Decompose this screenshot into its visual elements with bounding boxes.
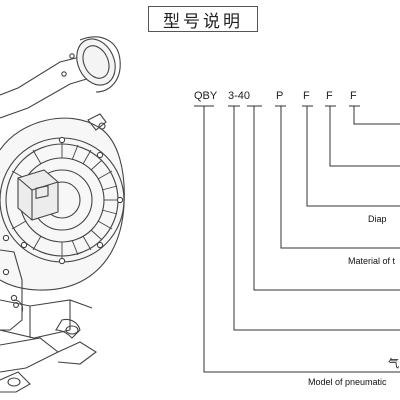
code-segment-size: 3-40 (228, 90, 251, 102)
label-chinese-fragment: 气 (388, 358, 399, 370)
leader-material (280, 106, 400, 249)
code-segment-material: P (276, 90, 284, 102)
code-segment-diaphragm: F (303, 90, 310, 102)
label-diaphragm: Diap (368, 214, 387, 224)
leader-diaphragm (306, 106, 400, 207)
label-material: Material of t (348, 256, 396, 266)
code-segment-series: QBY (194, 90, 218, 102)
leader-option-1 (329, 106, 400, 167)
label-model-of-pneumatic: Model of pneumatic (308, 377, 387, 387)
code-segment-option-2: F (350, 90, 357, 102)
leader-size-a (233, 106, 400, 331)
leader-option-2 (353, 106, 400, 125)
code-segment-option-1: F (326, 90, 333, 102)
section-title: 型号说明 (148, 6, 258, 32)
section-title-text: 型号说明 (163, 11, 243, 32)
leader-series (203, 106, 400, 373)
leader-size-b (253, 106, 400, 291)
